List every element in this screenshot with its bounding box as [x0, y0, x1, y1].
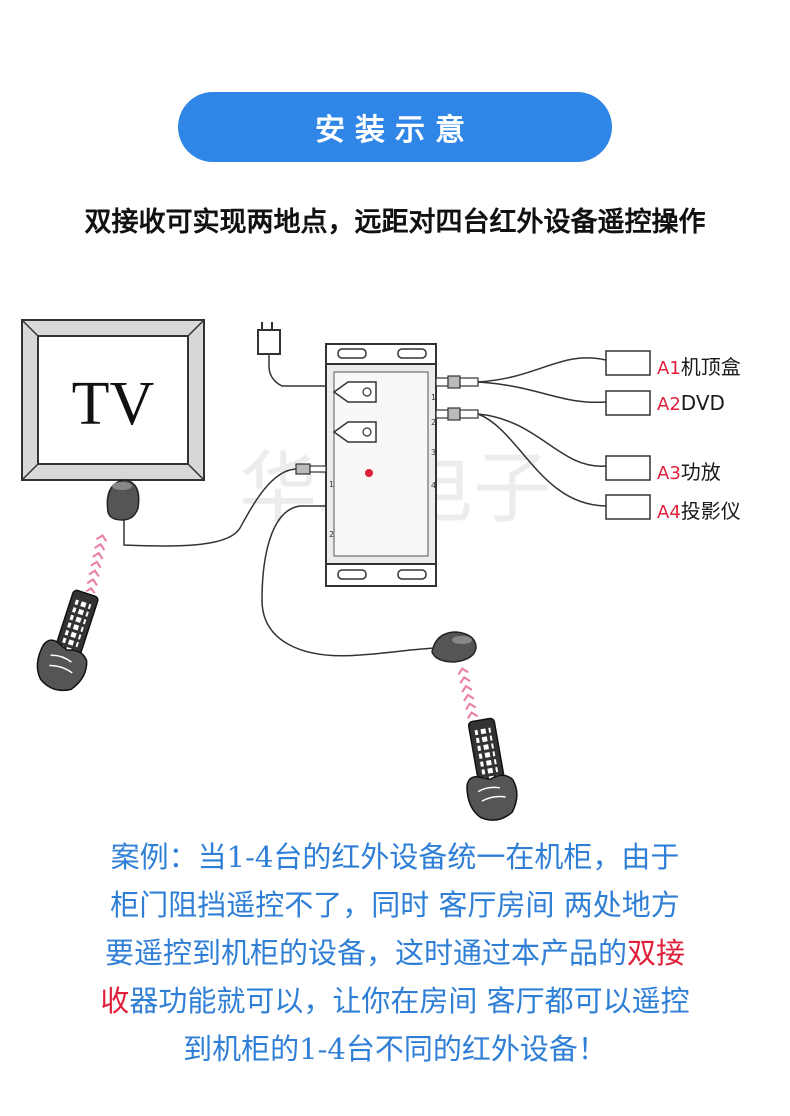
output-box-a4 [605, 494, 651, 520]
power-led [365, 469, 373, 477]
output-box-a1 [605, 350, 651, 376]
tv-label: TV [72, 370, 155, 438]
ir-extender-device-icon: 1 2 3 4 1 2 [325, 343, 437, 587]
case-highlight: 收 [100, 984, 130, 1018]
case-highlight: 双接 [627, 936, 686, 970]
case-line: 到机柜的1-4台不同的红外设备！ [183, 1032, 607, 1066]
case-line: 案例：当1-4台的红外设备统一在机柜，由于 [110, 840, 680, 874]
ir-receiver-eye-icon [106, 479, 140, 521]
output-code: A4 [657, 502, 681, 523]
case-line: 要遥控到机柜的设备，这时通过本产品的双接 [0, 929, 790, 977]
output-label-a2: A2DVD [657, 391, 725, 415]
output-box-a3 [605, 455, 651, 481]
output-code: A3 [657, 463, 681, 484]
ir-receiver-eye-icon [431, 631, 477, 663]
output-label-a3: A3功放 [657, 456, 721, 485]
remote-control-icon [36, 589, 99, 692]
output-name: 投影仪 [680, 499, 741, 523]
receiver-port-number: 2 [329, 530, 334, 539]
output-name: 功放 [680, 460, 721, 484]
remote-control-icon [466, 717, 518, 821]
output-name: DVD [680, 391, 725, 415]
port-number: 2 [431, 418, 436, 427]
receiver-port-number: 1 [329, 480, 334, 489]
output-code: A2 [657, 394, 681, 415]
ir-signal-icon [455, 665, 481, 723]
output-label-a1: A1机顶盒 [657, 351, 741, 380]
power-adapter-icon [257, 322, 330, 387]
output-box-a2 [605, 390, 651, 416]
case-line: 收器功能就可以，让你在房间 客厅都可以遥控 [0, 977, 790, 1025]
output-cables [435, 357, 607, 507]
port-number: 1 [431, 393, 436, 402]
subtitle: 双接收可实现两地点，远距对四台红外设备遥控操作 [84, 207, 706, 238]
case-line: 柜门阻挡遥控不了，同时 客厅房间 两处地方 [110, 888, 680, 922]
case-text: 器功能就可以，让你在房间 客厅都可以遥控 [129, 984, 690, 1018]
ir-signal-icon [83, 532, 110, 594]
tv-icon: TV [21, 319, 205, 481]
title-banner: 安装示意 [178, 92, 612, 162]
case-text: 要遥控到机柜的设备，这时通过本产品的 [104, 936, 627, 970]
output-name: 机顶盒 [680, 355, 741, 379]
port-number: 4 [431, 481, 436, 490]
receiver-cable-1 [123, 463, 327, 547]
case-description: 案例：当1-4台的红外设备统一在机柜，由于 柜门阻挡遥控不了，同时 客厅房间 两… [0, 833, 790, 1073]
receiver-cable-2 [261, 505, 441, 657]
port-number: 3 [431, 448, 436, 457]
output-code: A1 [657, 358, 681, 379]
output-label-a4: A4投影仪 [657, 495, 741, 524]
page-title: 安装示意 [315, 113, 475, 148]
